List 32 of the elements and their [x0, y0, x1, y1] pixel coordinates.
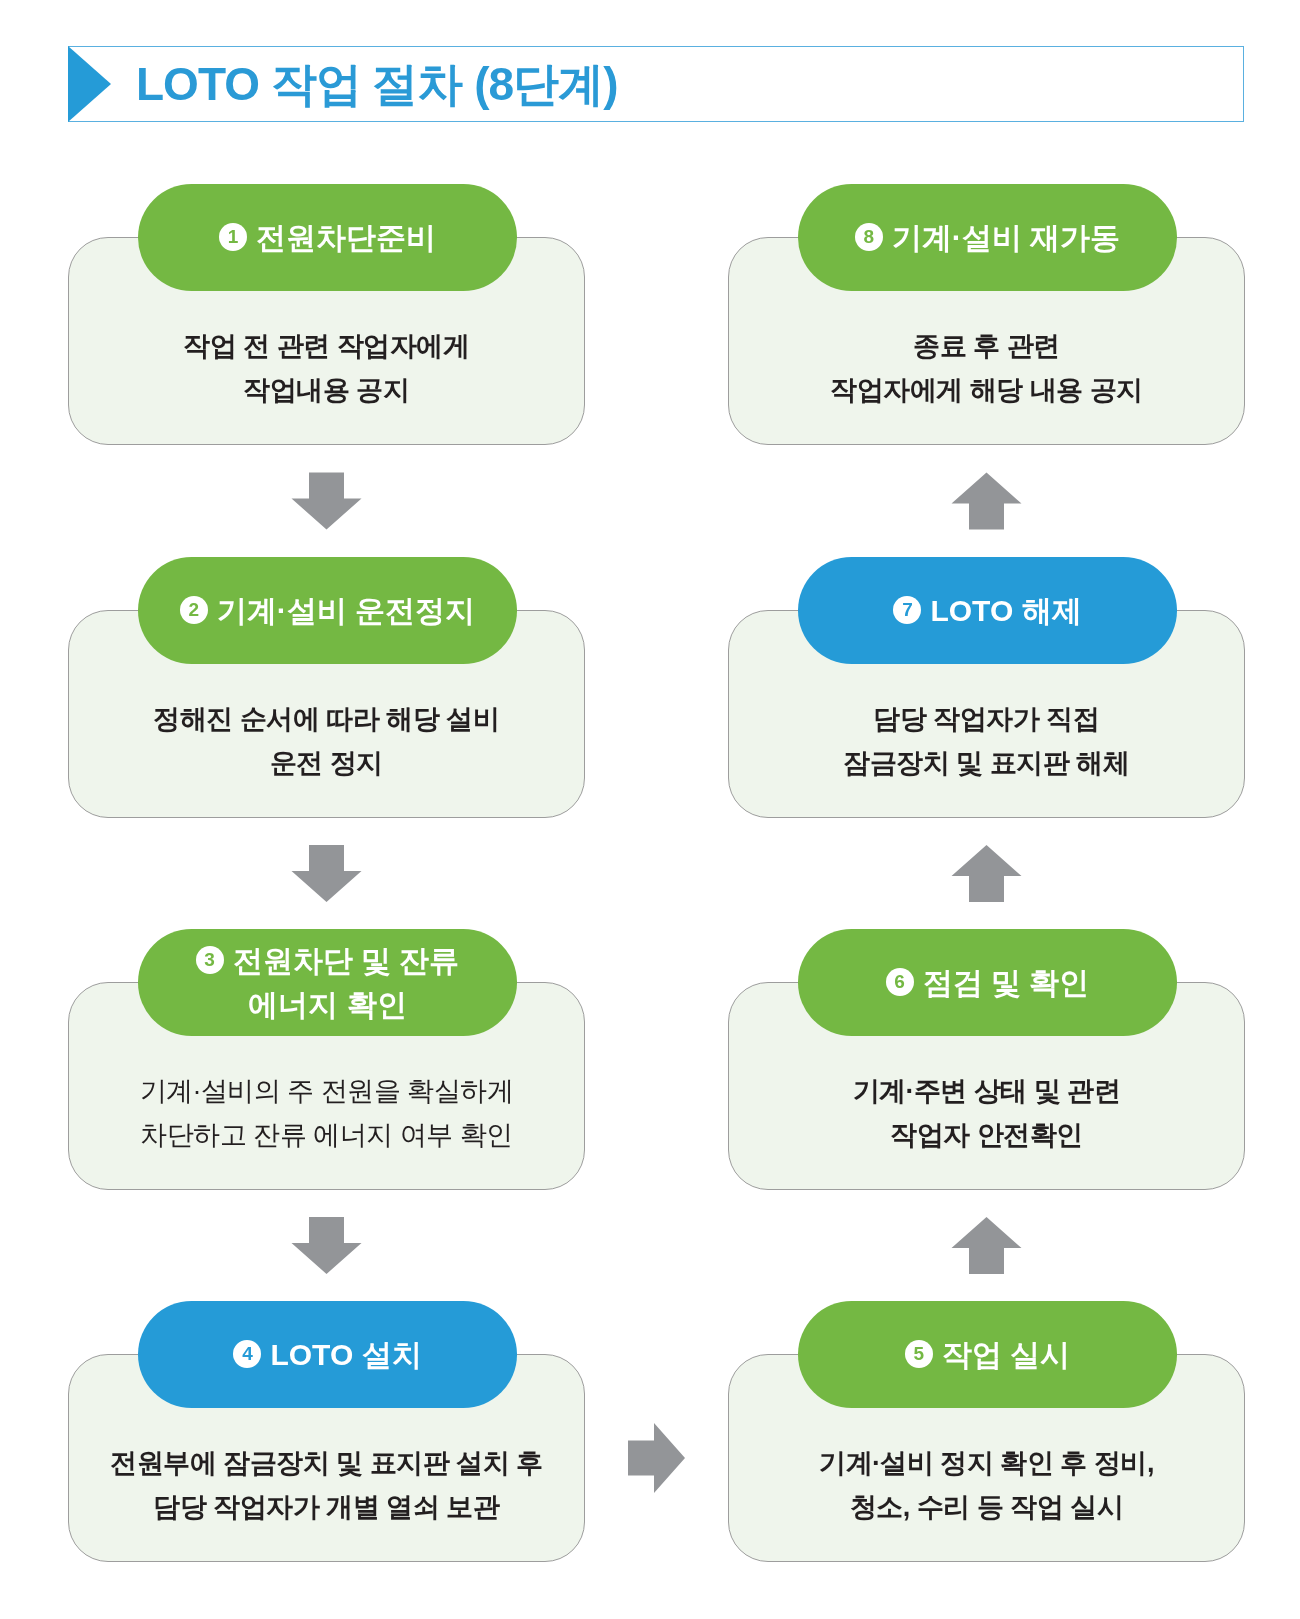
title: LOTO 작업 절차 (8단계) [136, 58, 618, 110]
step-number: 2 [179, 595, 208, 624]
step-description: 전원부에 잠금장치 및 표지판 설치 후 담당 작업자가 개별 열쇠 보관 [110, 1446, 543, 1524]
block-arrow [951, 1217, 1022, 1274]
step-description: 작업 전 관련 작업자에게 작업내용 공지 [183, 329, 470, 407]
step-number: 3 [195, 945, 224, 974]
block-arrow [628, 1423, 685, 1493]
step-description: 담당 작업자가 직접 잠금장치 및 표지판 해체 [843, 702, 1130, 780]
step-description: 기계·주변 상태 및 관련 작업자 안전확인 [852, 1074, 1121, 1152]
step-number: 6 [885, 967, 914, 996]
step-description: 정해진 순서에 따라 해당 설비 운전 정지 [153, 702, 500, 780]
step-number: 8 [854, 222, 883, 251]
block-arrow [951, 845, 1022, 902]
step-title: LOTO 해제 [930, 593, 1082, 627]
step-title: 작업 실시 [941, 1337, 1071, 1371]
block-arrow [951, 472, 1022, 530]
block-arrow [291, 845, 362, 902]
step-number: 5 [904, 1339, 933, 1368]
block-arrow [291, 472, 362, 530]
step-title: 전원차단준비 [256, 220, 436, 254]
step-title: 전원차단 및 잔류 에너지 확인 [232, 943, 460, 1021]
step-description: 기계·설비의 주 전원을 확실하게 차단하고 잔류 에너지 여부 확인 [139, 1074, 514, 1152]
step-number: 1 [219, 222, 247, 251]
step-title: 기계·설비 재가동 [891, 220, 1121, 254]
step-number: 7 [893, 595, 922, 624]
step-title: 기계·설비 운전정지 [216, 593, 476, 627]
step-number: 4 [233, 1339, 262, 1368]
step-title: 점검 및 확인 [922, 965, 1090, 999]
step-description: 종료 후 관련 작업자에게 해당 내용 공지 [830, 329, 1143, 407]
block-arrow [291, 1217, 362, 1274]
step-description: 기계·설비 정지 확인 후 정비, 청소, 수리 등 작업 실시 [819, 1446, 1154, 1524]
step-title: LOTO 설치 [270, 1337, 422, 1371]
